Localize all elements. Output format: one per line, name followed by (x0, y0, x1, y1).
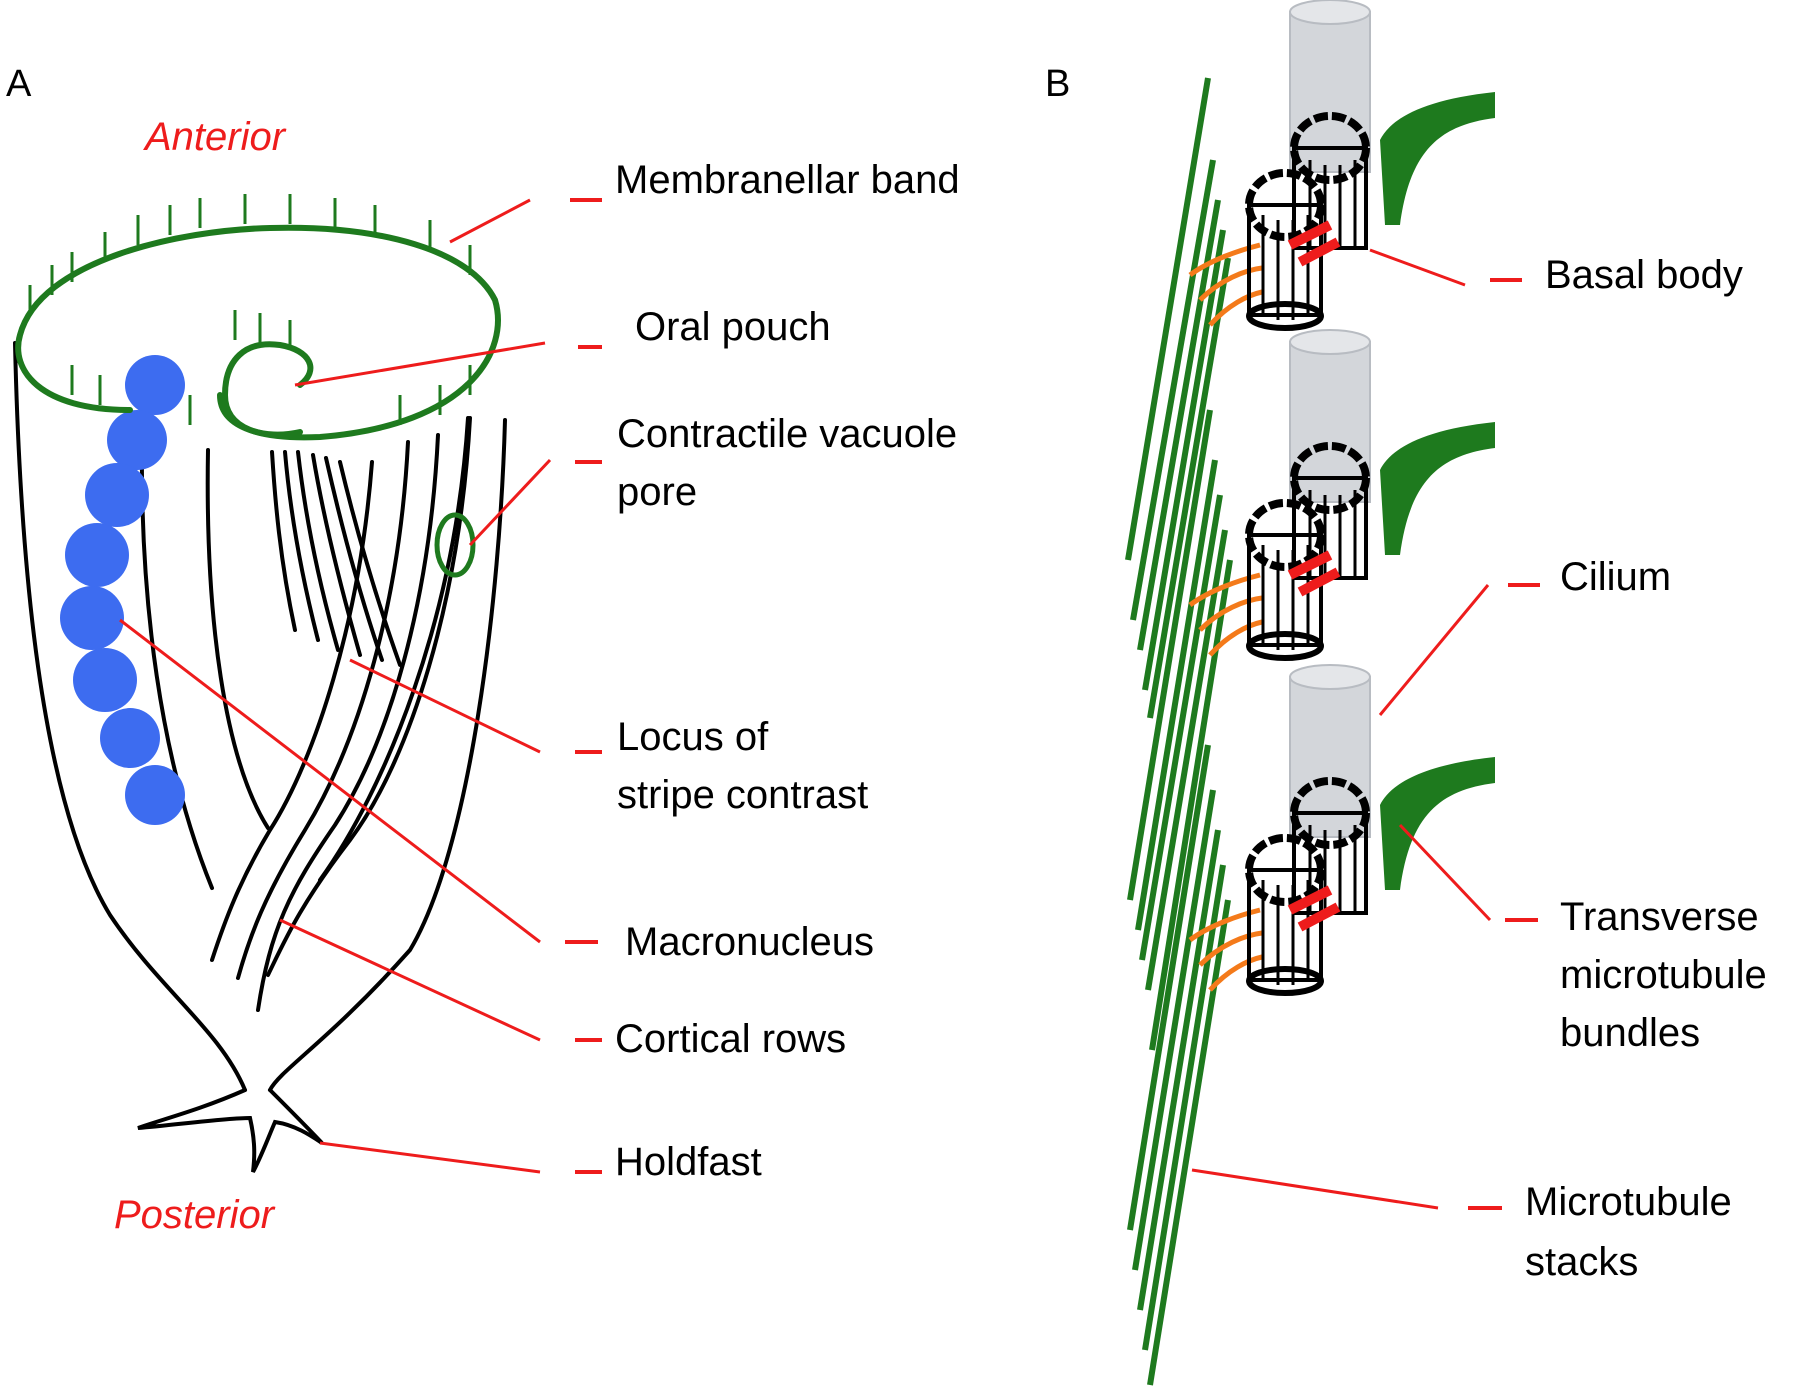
posterior-label: Posterior (114, 1193, 276, 1237)
panel-label-b: B (1045, 63, 1070, 105)
contractile-vacuole-pore-shape (434, 512, 476, 578)
cortical-rows (139, 416, 472, 1012)
label-transverse-3: bundles (1560, 1011, 1700, 1055)
label-basal-body: Basal body (1545, 253, 1743, 297)
basal-body-unit-2 (1188, 329, 1495, 661)
basal-body-unit-3 (1188, 664, 1495, 996)
label-macronucleus: Macronucleus (625, 920, 874, 964)
label-oral-pouch: Oral pouch (635, 305, 831, 349)
anterior-label: Anterior (143, 115, 287, 159)
macronucleus-shape (60, 355, 185, 825)
label-membranellar-band: Membranellar band (615, 158, 960, 202)
label-microtubule-stacks-2: stacks (1525, 1240, 1638, 1284)
leader-lines-a (119, 198, 602, 1174)
label-transverse-1: Transverse (1560, 895, 1759, 939)
label-transverse-2: microtubule (1560, 953, 1767, 997)
cell-body-outline (13, 341, 507, 1173)
label-contractile-vacuole-2: pore (617, 470, 697, 514)
basal-body-unit-1 (1188, 0, 1495, 331)
label-locus-1: Locus of (617, 715, 769, 759)
membranellar-band-shape (15, 224, 501, 441)
leader-lines-b (1191, 248, 1540, 1210)
label-cilium: Cilium (1560, 555, 1671, 599)
label-microtubule-stacks-1: Microtubule (1525, 1180, 1732, 1224)
label-locus-2: stripe contrast (617, 773, 868, 817)
panel-label-a: A (6, 63, 32, 105)
label-cortical-rows: Cortical rows (615, 1017, 846, 1061)
label-holdfast: Holdfast (615, 1140, 762, 1184)
microtubule-stacks (1125, 77, 1233, 1386)
membranelles (28, 194, 472, 425)
label-contractile-vacuole-1: Contractile vacuole (617, 412, 957, 456)
